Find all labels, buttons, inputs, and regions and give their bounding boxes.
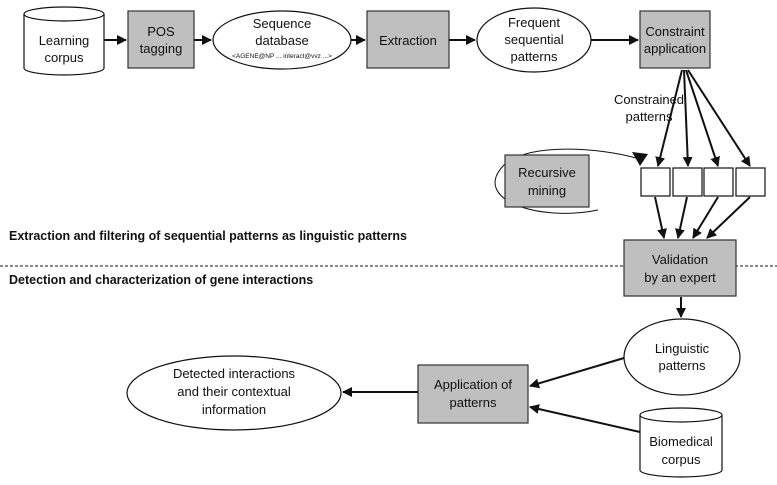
biomedical-corpus-node: Biomedical corpus (639, 407, 723, 478)
pattern-square-2 (672, 167, 703, 197)
linguistic-patterns-node: Linguistic patterns (623, 318, 741, 396)
pos-tagging-label-1: POS (147, 24, 175, 39)
recursive-mining-label-1: Recursive (518, 165, 576, 180)
pos-tagging-node: POS tagging (127, 10, 195, 69)
linguistic-patterns-label-1: Linguistic (655, 341, 710, 356)
frequent-patterns-node: Frequent sequential patterns (476, 7, 592, 73)
constraint-application-label-2: application (644, 41, 706, 56)
detected-interactions-label-1: Detected interactions (173, 366, 296, 381)
sequence-database-label-2: database (255, 33, 309, 48)
linguistic-patterns-label-2: patterns (659, 358, 706, 373)
arrow-square-4-to-validation (706, 196, 751, 239)
arrow-square-2-to-validation (675, 196, 688, 239)
recursive-loop-curve (494, 148, 637, 214)
pattern-square-1 (640, 167, 671, 197)
biomedical-corpus-label-2: corpus (661, 452, 701, 467)
arrow-constraint-to-square-4 (687, 69, 751, 167)
learning-corpus-node: Learning corpus (23, 6, 105, 76)
validation-label-2: by an expert (644, 270, 716, 285)
section-title-bottom: Detection and characterization of gene i… (9, 273, 313, 287)
pattern-square-4 (735, 167, 766, 197)
arrow-constraint-to-square-1 (655, 69, 683, 167)
application-of-patterns-node: Application of patterns (417, 364, 529, 424)
sequence-database-label-1: Sequence (253, 16, 312, 31)
constrained-patterns-label-2: patterns (626, 109, 673, 124)
arrow-linguistic-to-application (529, 357, 625, 389)
recursive-mining-label-2: mining (528, 183, 566, 198)
application-of-patterns-label-2: patterns (450, 395, 497, 410)
frequent-patterns-label-1: Frequent (508, 15, 560, 30)
biomedical-corpus-label-1: Biomedical (649, 434, 713, 449)
constrained-patterns-label-1: Constrained (614, 92, 684, 107)
pattern-square-3 (703, 167, 734, 197)
detected-interactions-label-2: and their contextual (177, 384, 291, 399)
section-title-top: Extraction and filtering of sequential p… (9, 229, 407, 243)
arrow-square-1-to-validation (654, 196, 667, 239)
validation-label-1: Validation (652, 252, 708, 267)
frequent-patterns-label-2: sequential (504, 32, 563, 47)
arrow-square-3-to-validation (692, 196, 719, 239)
recursive-loop-arrowhead (632, 152, 648, 166)
arrow-constraint-to-square-3 (685, 69, 720, 167)
pos-tagging-label-2: tagging (140, 41, 183, 56)
sequence-example-text: <AGENE@NP ... interact@vvz ...> (232, 53, 332, 60)
detected-interactions-label-3: information (202, 402, 266, 417)
validation-node: Validation by an expert (623, 239, 737, 297)
arrow-biomedical-to-application (529, 404, 641, 433)
extraction-node: Extraction (366, 10, 450, 69)
learning-corpus-label-1: Learning (39, 33, 90, 48)
constraint-application-label-1: Constraint (645, 24, 705, 39)
frequent-patterns-label-3: patterns (511, 49, 558, 64)
learning-corpus-label-2: corpus (44, 50, 84, 65)
sequence-database-node: Sequence database <AGENE@NP ... interact… (212, 10, 352, 70)
extraction-label: Extraction (379, 33, 437, 48)
application-of-patterns-label-1: Application of (434, 377, 512, 392)
arrow-constraint-to-square-2 (682, 69, 693, 167)
detected-interactions-node: Detected interactions and their contextu… (126, 355, 342, 431)
constraint-application-node: Constraint application (639, 10, 711, 69)
recursive-mining-node: Recursive mining (504, 154, 590, 208)
